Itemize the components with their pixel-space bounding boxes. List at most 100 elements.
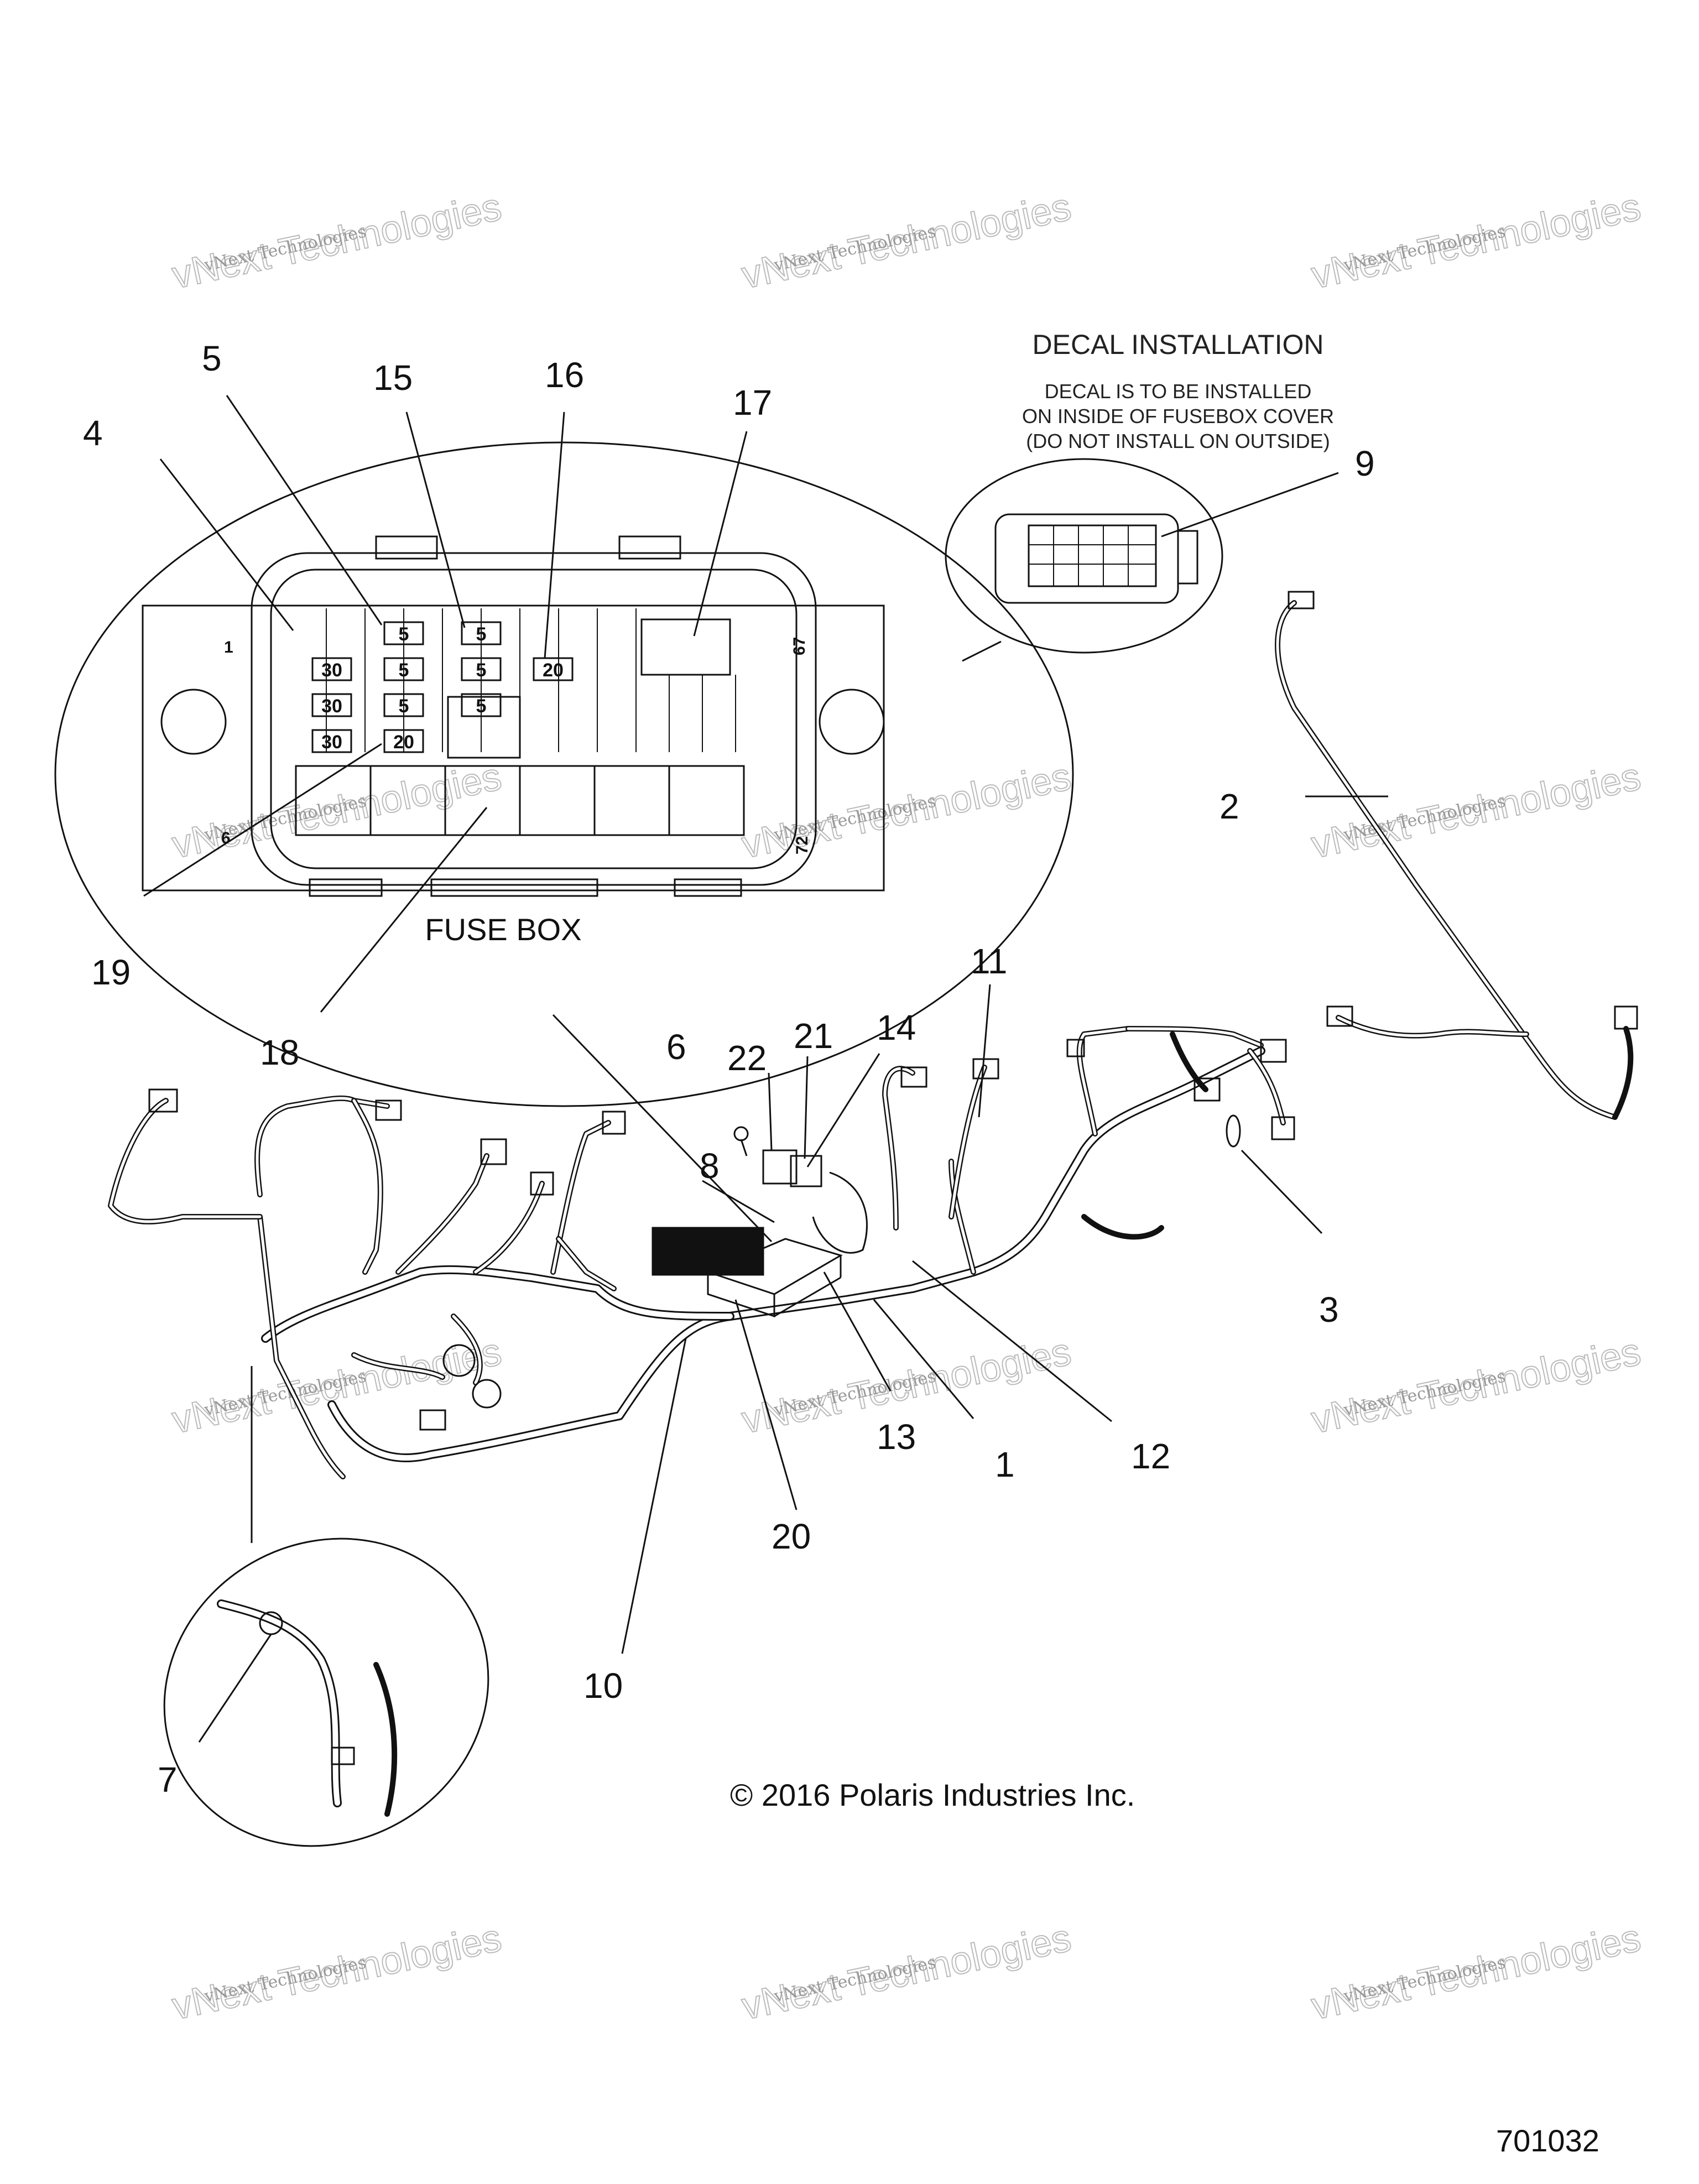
connector-icon (972, 1058, 999, 1080)
callout-17: 17 (733, 383, 772, 423)
connector-icon (1271, 1116, 1295, 1140)
connector-icon (472, 1379, 502, 1409)
fuse-rating-label: 5 (476, 624, 487, 645)
fuse-20-b: 20 (533, 657, 574, 681)
callout-2: 2 (1219, 786, 1239, 826)
diagram-number: 701032 (1496, 2123, 1599, 2158)
decal-cover-tab-right (1177, 530, 1198, 585)
callout-8: 8 (700, 1146, 720, 1186)
watermark-2: vNext Technologies vNext Technologies (737, 184, 1075, 297)
fuse-rating-label: 30 (321, 696, 342, 717)
watermark-12: vNext Technologies vNext Technologies (1307, 1915, 1645, 2028)
callout-13: 13 (877, 1417, 916, 1457)
watermark-10: vNext Technologies vNext Technologies (168, 1915, 505, 2028)
fusebox-body-inner (270, 569, 798, 869)
fusebox-detail-leader (552, 1014, 773, 1243)
screw-6-icon (733, 1126, 749, 1141)
clip-7-detail-ellipse (163, 1537, 489, 1847)
callout-19: 19 (91, 952, 131, 992)
decal-detail-ellipse (945, 458, 1223, 654)
connector-icon (442, 1344, 476, 1377)
decal-detail-leader (962, 640, 1002, 662)
fuse-rating-label: 20 (393, 732, 414, 753)
fuse-rating-label: 5 (476, 696, 487, 717)
callout-10: 10 (583, 1666, 623, 1706)
fuse-rating-label: 30 (321, 660, 342, 681)
fuse-5-a: 5 (383, 621, 424, 645)
pin-number-72: 72 (793, 836, 811, 854)
callout-15: 15 (373, 358, 413, 398)
pin-number-67: 67 (790, 637, 809, 655)
clip-3-icon (1226, 1114, 1241, 1148)
decal-note-line-2: ON INSIDE OF FUSEBOX COVER (1022, 405, 1334, 428)
callout-21: 21 (794, 1016, 833, 1056)
connector-icon (1288, 591, 1315, 609)
fuse-rating-label: 5 (476, 660, 487, 681)
clip-7-detail (163, 1366, 489, 1847)
bracket-hole-right (819, 689, 885, 755)
fuse-5-f: 5 (461, 693, 502, 717)
pin-number-6: 6 (221, 829, 231, 847)
decal-fusebox-cover (994, 513, 1179, 604)
fusebox-on-harness (705, 1238, 843, 1318)
copyright-text: © 2016 Polaris Industries Inc. (730, 1778, 1135, 1812)
callout-18: 18 (260, 1033, 299, 1072)
connector-icon (602, 1111, 626, 1135)
fuse-30-b: 30 (311, 693, 352, 717)
decal-installation: DECAL INSTALLATION DECAL IS TO BE INSTAL… (945, 329, 1339, 654)
fuse-rating-label: 5 (399, 624, 409, 645)
callout-12: 12 (1131, 1436, 1170, 1476)
decal-note-line-3: (DO NOT INSTALL ON OUTSIDE) (1026, 430, 1330, 452)
fuse-5-c: 5 (383, 693, 424, 717)
connector-icon (419, 1409, 446, 1431)
fuse-5-d: 5 (461, 621, 502, 645)
leader-lines (143, 395, 1388, 1743)
connector-icon (900, 1066, 927, 1088)
fuse-rating-label: 20 (543, 660, 564, 681)
decal-note-line-1: DECAL IS TO BE INSTALLED (1045, 380, 1312, 403)
fusebox-tab-top-right (618, 535, 681, 560)
fuse-grid (326, 608, 736, 752)
connector-icon (375, 1099, 402, 1121)
fuse-rating-label: 5 (399, 696, 409, 717)
callout-6: 6 (666, 1027, 686, 1067)
callout-7: 7 (158, 1760, 178, 1800)
main-harness (108, 1026, 1295, 1479)
callout-16: 16 (545, 355, 584, 395)
fusebox-bracket (142, 604, 885, 892)
watermark-9: vNext Technologies vNext Technologies (1307, 1329, 1645, 1442)
fuse-30-a: 30 (311, 657, 352, 681)
connector-icon (530, 1171, 554, 1196)
fuse-rating-label: 5 (399, 660, 409, 681)
connector-group (148, 1039, 1295, 1431)
fusebox-detail: 30 30 30 5 5 5 20 5 (54, 441, 1074, 1107)
leader-line-9 (1161, 472, 1339, 538)
watermark-1: vNext Technologies vNext Technologies (168, 184, 505, 297)
callout-numbers: 1 2 3 4 5 6 7 8 9 10 11 12 13 14 15 16 1… (83, 338, 1375, 1800)
fuse-5-b: 5 (383, 657, 424, 681)
fusebox-body-outer (251, 552, 817, 886)
callout-14: 14 (877, 1008, 916, 1047)
fusebox-caption: FUSE BOX (425, 912, 581, 947)
connector-icon (1326, 1005, 1353, 1027)
relay-socket-center (447, 696, 521, 759)
decal-sticker-grid (1029, 525, 1156, 586)
connector-icon (1066, 1039, 1085, 1057)
fusebox-detail-ellipse (54, 441, 1074, 1107)
decal-heading: DECAL INSTALLATION (1033, 329, 1324, 360)
fusebox-tab-bottom-mid (430, 878, 598, 897)
fuse-20-a: 20 (383, 729, 424, 753)
watermark-3: vNext Technologies vNext Technologies (1307, 184, 1645, 297)
callout-20: 20 (772, 1516, 811, 1556)
connector-icon (1260, 1039, 1287, 1063)
relay-row (295, 765, 745, 836)
connector-icon (148, 1088, 178, 1113)
pin-number-1: 1 (224, 638, 233, 656)
decal-sticker (1028, 524, 1157, 587)
connector-icon (480, 1138, 507, 1165)
fuse-rating-label: 30 (321, 732, 342, 753)
relay-socket-17 (640, 618, 731, 676)
watermark-4: vNext Technologies vNext Technologies (168, 754, 505, 867)
fusebox-tab-bottom-left (309, 878, 383, 897)
